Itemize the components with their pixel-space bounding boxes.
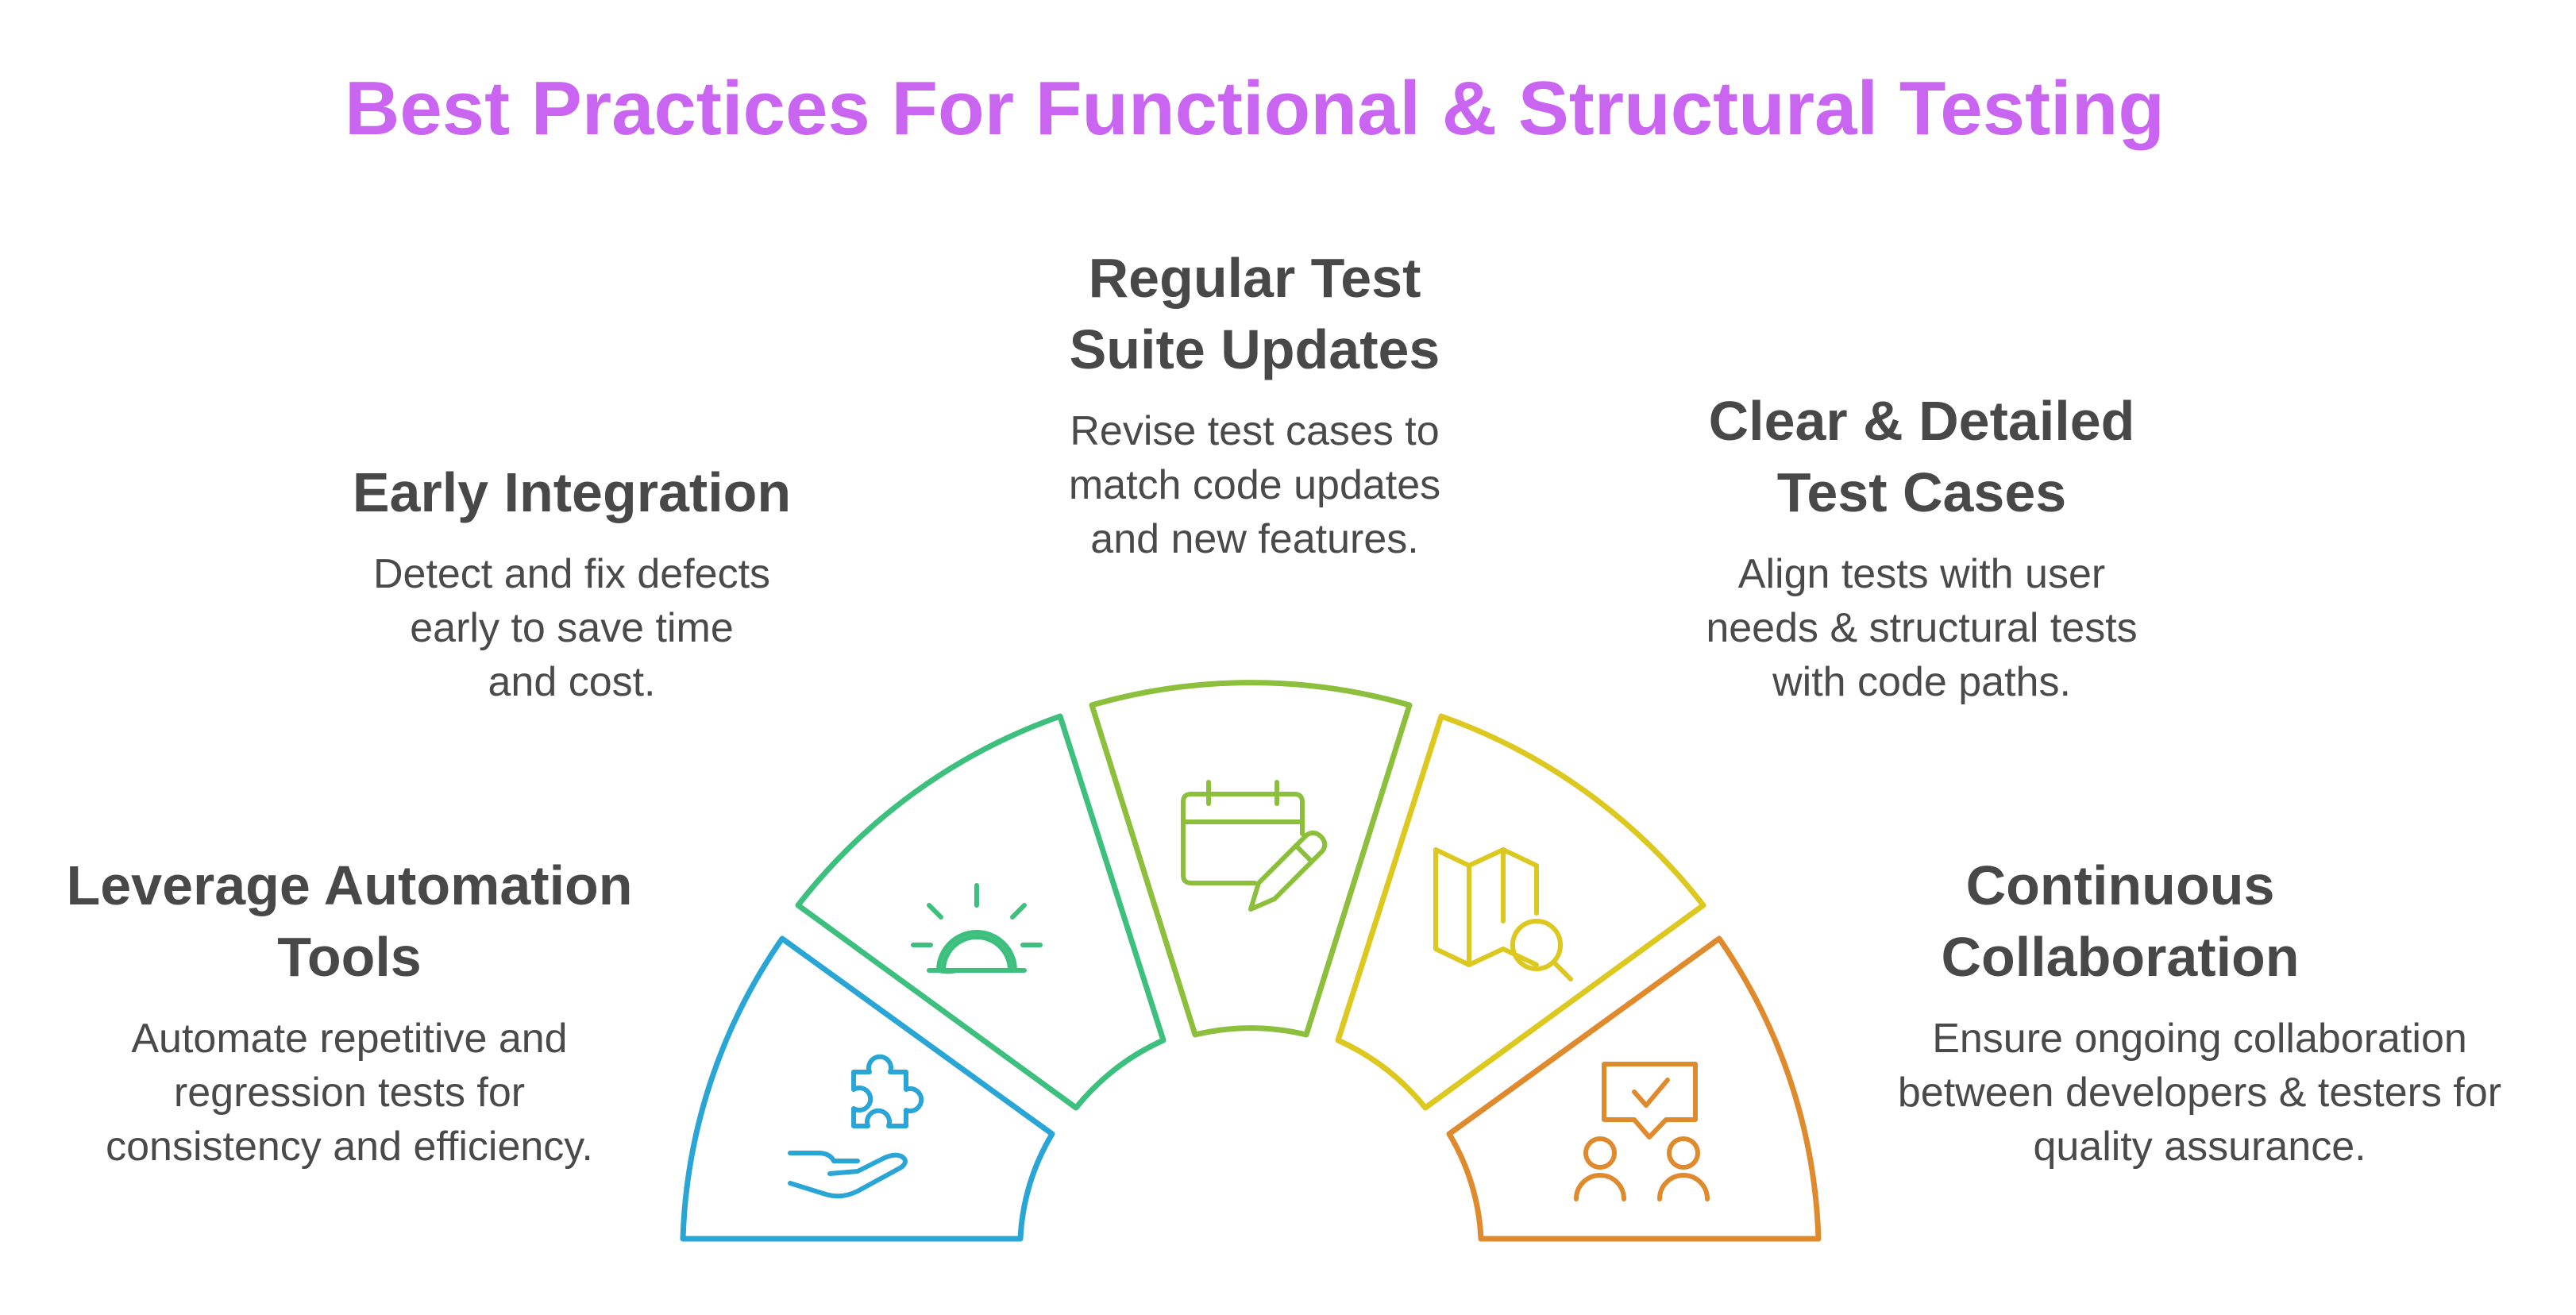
segment-updates [1089, 680, 1413, 1038]
hand-puzzle-icon [788, 1054, 924, 1199]
calendar-pencil-icon [1181, 780, 1328, 912]
segment-test-cases [1335, 713, 1706, 1111]
item-heading: Leverage Automation Tools [66, 854, 633, 988]
page-title: Best Practices For Functional & Structur… [345, 66, 2165, 151]
item-heading: Clear & Detailed Test Cases [1708, 390, 2135, 523]
item-heading: Early Integration [352, 461, 792, 523]
team-checkmark-icon [1574, 1062, 1710, 1201]
item-description: Align tests with user needs & structural… [1706, 551, 2138, 705]
segment-integration [795, 713, 1167, 1111]
item-description: Automate repetitive and regression tests… [106, 1016, 593, 1170]
item-clear-test-cases: Clear & Detailed Test Cases Align tests … [1604, 385, 2239, 709]
item-regular-updates: Regular Test Suite Updates Revise test c… [953, 242, 1556, 566]
item-description: Ensure ongoing collaboration between dev… [1897, 1016, 2502, 1170]
item-continuous-collaboration: Continuous Collaboration Ensure ongoing … [1826, 850, 2573, 1174]
item-early-integration: Early Integration Detect and fix defects… [270, 457, 873, 709]
segment-collaboration [1446, 935, 1822, 1242]
item-description: Revise test cases to match code updates … [1068, 408, 1441, 562]
segment-automation [680, 935, 1055, 1242]
sunrise-icon [911, 883, 1043, 974]
map-search-icon [1433, 847, 1573, 981]
item-description: Detect and fix defects early to save tim… [372, 551, 771, 705]
item-leverage-automation: Leverage Automation Tools Automate repet… [16, 850, 683, 1174]
item-heading: Continuous Collaboration [1941, 854, 2300, 988]
item-heading: Regular Test Suite Updates [1069, 247, 1440, 380]
